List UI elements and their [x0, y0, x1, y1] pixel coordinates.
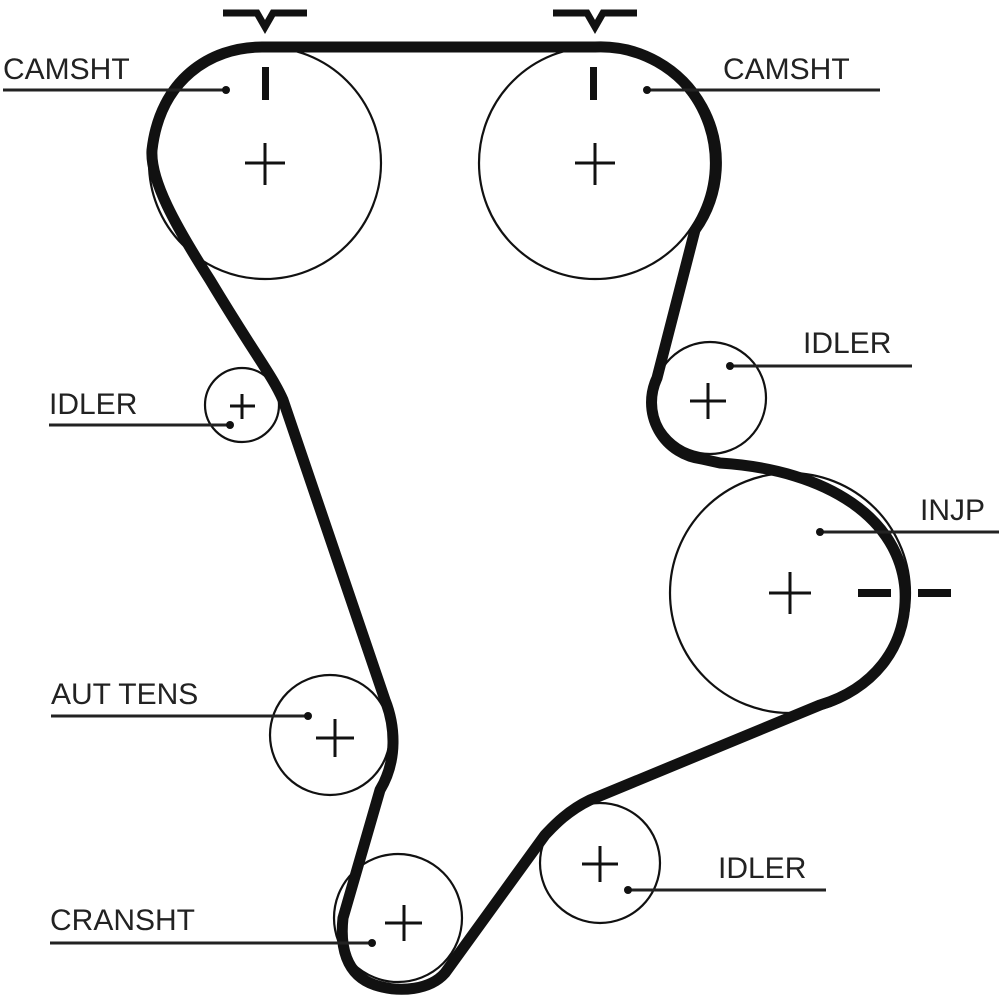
center-cross-icon: [245, 143, 285, 185]
label-idler-bottom: IDLER: [624, 852, 826, 894]
label-idler-right-upper: IDLER: [726, 327, 912, 370]
label-text: INJP: [920, 494, 985, 527]
label-camshaft-left: CAMSHT: [3, 53, 230, 94]
center-cross-icon: [575, 143, 615, 185]
idler-bottom-pulley: [538, 801, 662, 925]
label-text: CAMSHT: [3, 53, 130, 86]
label-camshaft-right: CAMSHT: [643, 53, 880, 94]
center-cross-icon: [769, 572, 811, 614]
label-text: IDLER: [49, 388, 137, 421]
camshaft-right-timing-mark: [553, 9, 637, 100]
timing-belt: [146, 41, 911, 995]
injection-pump-timing-mark: [858, 589, 951, 597]
center-cross-icon: [690, 383, 726, 419]
label-text: IDLER: [803, 327, 891, 360]
center-cross-icon: [582, 846, 618, 882]
center-cross-icon: [316, 719, 354, 757]
center-cross-icon: [385, 905, 422, 941]
center-cross-icon: [230, 394, 255, 419]
auto-tensioner-pulley: [268, 673, 392, 797]
label-idler-left: IDLER: [49, 388, 234, 429]
label-text: CAMSHT: [723, 53, 850, 86]
label-text: AUT TENS: [51, 678, 198, 711]
label-crankshaft: CRANSHT: [50, 904, 376, 947]
label-text: CRANSHT: [50, 904, 195, 937]
camshaft-left-timing-mark: [223, 9, 307, 100]
label-text: IDLER: [718, 852, 806, 885]
label-auto-tensioner: AUT TENS: [51, 678, 312, 720]
label-injection-pump: INJP: [816, 494, 999, 536]
idler-right-upper-pulley: [652, 340, 768, 456]
crankshaft-pulley: [332, 852, 464, 984]
